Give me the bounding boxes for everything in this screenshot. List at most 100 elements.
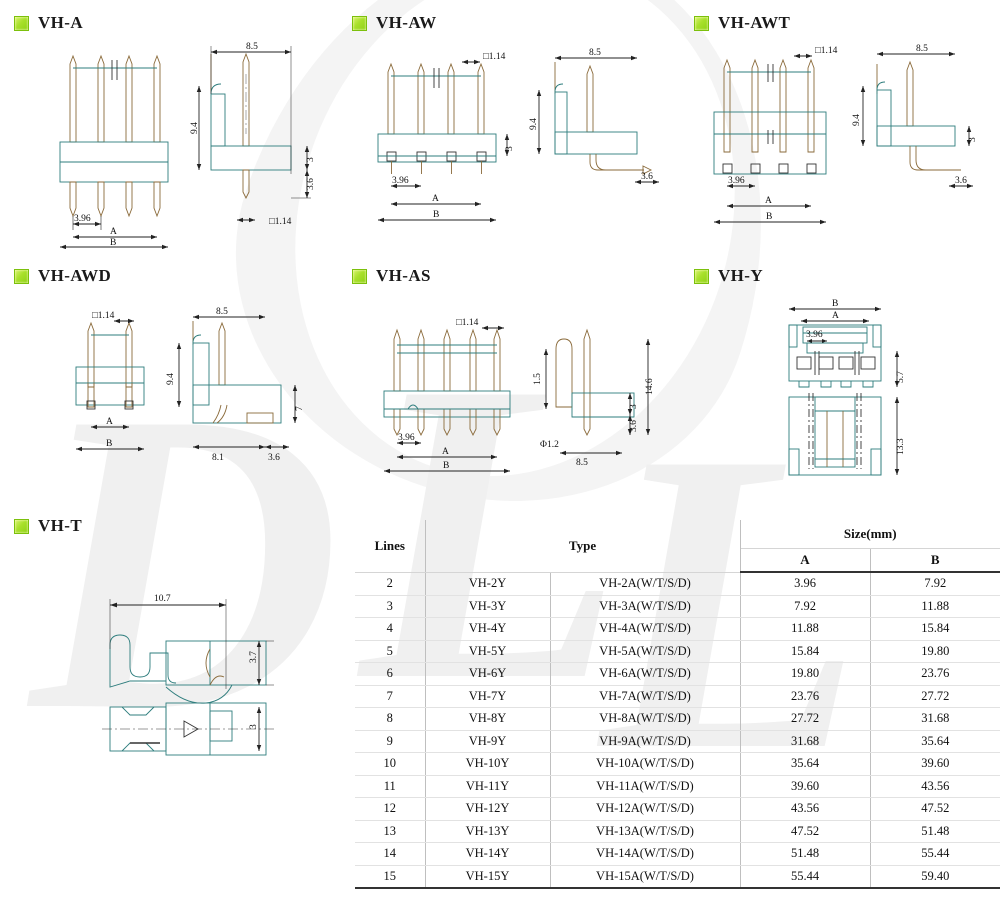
cell-lines: 14 xyxy=(355,842,426,866)
drawing-vh-a: 3.96 A B 8.5 9.4 3 3.6 □1.14 xyxy=(14,34,344,249)
panel-title-vh-t: VH-T xyxy=(38,516,83,535)
cell-type-a: VH-14A(W/T/S/D) xyxy=(549,842,741,866)
cell-size-a: 39.60 xyxy=(739,775,871,798)
header-size: Size(mm) xyxy=(739,520,1000,549)
panel-header-vh-awd: VH-AWD xyxy=(14,265,344,287)
dim-height: 9.4 xyxy=(529,118,539,130)
dim-width: 8.5 xyxy=(589,48,601,58)
cell-type-y: VH-6Y xyxy=(424,662,551,686)
cell-type-a: VH-12A(W/T/S/D) xyxy=(549,797,741,821)
cell-type-y: VH-9Y xyxy=(424,730,551,753)
drawing-vh-awt: 3.96 A B □1.14 8.5 9.4 3 3.6 xyxy=(694,34,1000,249)
cell-type-y: VH-12Y xyxy=(424,797,551,821)
dim-a: A xyxy=(442,447,449,457)
spec-header-row-1: Lines Type Size(mm) xyxy=(355,520,1000,573)
cell-size-b: 31.68 xyxy=(869,707,1000,731)
cell-size-b: 35.64 xyxy=(869,730,1000,753)
cell-type-a: VH-15A(W/T/S/D) xyxy=(549,865,741,889)
cell-lines: 12 xyxy=(355,797,426,821)
cell-type-a: VH-2A(W/T/S/D) xyxy=(549,572,741,596)
cell-size-a: 7.92 xyxy=(739,595,871,618)
dim-pin: □1.14 xyxy=(815,46,838,56)
header-type: Type xyxy=(424,520,741,573)
dim-height: 9.4 xyxy=(166,373,176,385)
panel-header-vh-t: VH-T xyxy=(14,515,344,537)
panel-vh-as: VH-AS xyxy=(352,265,688,500)
panel-title-vh-as: VH-AS xyxy=(376,266,431,285)
green-square-bullet-icon xyxy=(14,518,29,534)
cell-type-a: VH-8A(W/T/S/D) xyxy=(549,707,741,731)
drawing-vh-awd: □1.14 A B 8.5 9.4 7 8.1 3.6 xyxy=(14,287,344,497)
panel-vh-aw: VH-AW xyxy=(352,12,688,252)
green-square-bullet-icon xyxy=(694,268,709,284)
cell-size-b: 59.40 xyxy=(869,865,1000,889)
dim-pin: □1.14 xyxy=(92,311,115,321)
drawing-vh-as: 3.96 A B □1.14 1.5 Φ1.2 8.5 14.6 3 3.6 xyxy=(352,287,688,497)
dim-height: 9.4 xyxy=(852,114,862,126)
cell-type-a: VH-13A(W/T/S/D) xyxy=(549,820,741,843)
dim-h57: 5.7 xyxy=(896,371,906,383)
cell-size-b: 27.72 xyxy=(869,685,1000,708)
cell-type-a: VH-5A(W/T/S/D) xyxy=(549,640,741,663)
panel-title-vh-y: VH-Y xyxy=(718,266,764,285)
dim-width: 8.5 xyxy=(246,42,258,52)
cell-size-a: 19.80 xyxy=(739,662,871,686)
dim-b: B xyxy=(106,439,112,449)
cell-size-b: 19.80 xyxy=(869,640,1000,663)
cell-lines: 5 xyxy=(355,640,426,663)
header-size-a: A xyxy=(739,548,871,573)
header-lines: Lines xyxy=(355,520,426,573)
green-square-bullet-icon xyxy=(352,268,367,284)
cell-type-y: VH-13Y xyxy=(424,820,551,843)
dim-b: B xyxy=(433,210,439,220)
dim-total-h: 14.6 xyxy=(645,378,655,395)
cell-size-b: 7.92 xyxy=(869,572,1000,596)
cell-type-a: VH-3A(W/T/S/D) xyxy=(549,595,741,618)
dim-h3: 3 xyxy=(249,724,259,729)
cell-size-b: 23.76 xyxy=(869,662,1000,686)
cell-size-a: 51.48 xyxy=(739,842,871,866)
dim-height: 9.4 xyxy=(190,122,200,134)
dim-width: 8.5 xyxy=(576,458,588,468)
cell-type-y: VH-11Y xyxy=(424,775,551,798)
cell-lines: 3 xyxy=(355,595,426,618)
dim-pin: □1.14 xyxy=(269,217,292,227)
dim-h36: 3.6 xyxy=(306,178,316,190)
dim-a: A xyxy=(110,227,117,237)
dim-pitch: 3.96 xyxy=(74,214,91,224)
spec-table-head: Lines Type Size(mm) A B xyxy=(355,520,1000,573)
header-size-b: B xyxy=(869,548,1000,573)
cell-type-a: VH-4A(W/T/S/D) xyxy=(549,617,741,641)
dim-a: A xyxy=(832,311,839,321)
cell-size-b: 39.60 xyxy=(869,752,1000,776)
dim-a: A xyxy=(432,194,439,204)
panel-vh-a: VH-A xyxy=(14,12,344,252)
cell-lines: 6 xyxy=(355,662,426,686)
cell-size-a: 43.56 xyxy=(739,797,871,821)
dim-h3: 3 xyxy=(968,137,978,142)
dim-pitch: 3.96 xyxy=(392,176,409,186)
cell-size-a: 27.72 xyxy=(739,707,871,731)
cell-type-y: VH-7Y xyxy=(424,685,551,708)
panel-title-vh-aw: VH-AW xyxy=(376,13,437,32)
cell-type-a: VH-11A(W/T/S/D) xyxy=(549,775,741,798)
panel-vh-awt: VH-AWT xyxy=(694,12,1000,252)
dim-h133: 13.3 xyxy=(896,438,906,455)
panel-title-vh-a: VH-A xyxy=(38,13,84,32)
cell-lines: 2 xyxy=(355,572,426,596)
dim-dia: Φ1.2 xyxy=(540,440,559,450)
panel-vh-awd: VH-AWD xyxy=(14,265,344,500)
dim-h36: 3.6 xyxy=(629,420,639,432)
cell-lines: 10 xyxy=(355,752,426,776)
